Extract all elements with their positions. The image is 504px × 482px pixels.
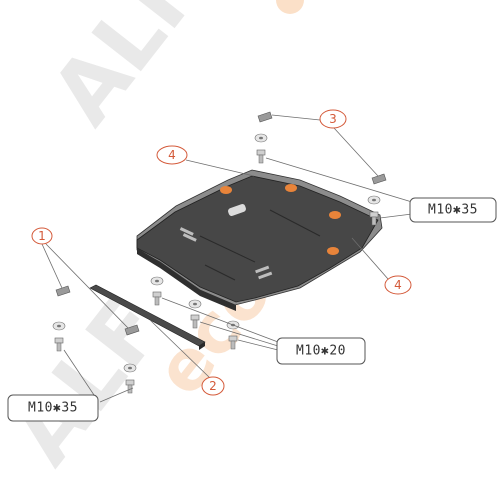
watermark-top-letters: ALF: [33, 0, 223, 143]
washer-icon: [188, 299, 202, 309]
plate-slot: [258, 271, 273, 280]
callout-3: 3: [319, 109, 347, 129]
bracket-1-top: [55, 285, 71, 297]
washer-icon: [150, 276, 164, 286]
bolt-icon: [369, 211, 379, 226]
svg-text:ALF: ALF: [33, 0, 223, 143]
mount-pad: [220, 186, 232, 194]
spec-left-bottom-label: M10✱35: [28, 401, 78, 416]
callout-4-bottom: 4: [384, 275, 412, 295]
plate-slot: [179, 227, 194, 236]
washer-icon: [52, 321, 66, 331]
watermark-top-accent: [276, 0, 304, 14]
plate-rib: [199, 235, 256, 263]
callout-1-label: 1: [38, 229, 46, 243]
spec-box-center: M10✱20: [276, 337, 366, 365]
bracket-3-top: [257, 111, 273, 123]
callout-2: 2: [201, 376, 225, 396]
washer-icon: [254, 133, 268, 143]
bolt-icon: [228, 335, 238, 350]
cross-bar-edge: [199, 342, 205, 350]
plate-rib: [204, 264, 236, 281]
callout-4-bottom-label: 4: [394, 278, 402, 292]
callout-2-label: 2: [209, 379, 217, 393]
spec-box-left-bottom: M10✱35: [7, 394, 99, 422]
callout-4-top: 4: [156, 145, 188, 165]
cross-bar: [89, 284, 206, 350]
plate-front-edge: [137, 248, 236, 311]
watermark-bottom-letters: ALF: [0, 279, 182, 482]
spec-right-top-label: M10✱35: [428, 203, 478, 218]
callout-3-label: 3: [329, 112, 337, 126]
plate-body: [136, 175, 379, 303]
bolt-icon: [190, 314, 200, 329]
spec-box-right-top: M10✱35: [409, 197, 497, 223]
bolt-icon: [256, 149, 266, 164]
plate-opening: [228, 204, 246, 216]
mount-pad: [285, 184, 297, 192]
washer-icon: [123, 363, 137, 373]
svg-text:ALF: ALF: [0, 279, 182, 482]
bracket-3-bottom: [371, 173, 387, 185]
bolt-icon: [54, 337, 64, 352]
washer-icon: [367, 195, 381, 205]
mount-pad: [329, 211, 341, 219]
leader-lines: [41, 114, 413, 403]
watermark-top: ALF: [33, 0, 223, 143]
bracket-1-bottom: [124, 324, 140, 336]
plate-rib: [269, 209, 321, 237]
spec-center-label: M10✱20: [296, 344, 346, 359]
skid-plate: [136, 169, 383, 311]
plate-slot: [182, 233, 197, 242]
bolt-icon: [152, 291, 162, 306]
mount-pad: [327, 247, 339, 255]
plate-slot: [255, 265, 270, 274]
callout-1: 1: [31, 227, 53, 245]
callout-4-top-label: 4: [168, 148, 176, 162]
watermark-bottom: ALF: [0, 279, 182, 482]
